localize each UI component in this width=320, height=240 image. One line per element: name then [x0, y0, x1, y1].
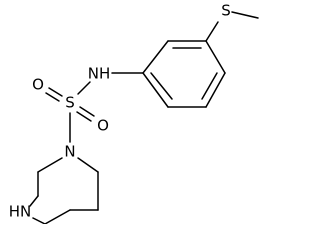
atom-hn-piperazine: HN	[9, 203, 32, 221]
atom-s-sulfonyl: S	[65, 94, 75, 112]
atom-nh: NH	[88, 65, 111, 83]
atom-s-methylthio: S	[221, 2, 231, 20]
bond-s-o-top-a	[48, 87, 63, 97]
piperazine-ring: N HN	[9, 143, 99, 224]
bond-s-to-methyl	[231, 11, 259, 19]
amide-nh: NH	[77, 65, 144, 95]
methylthio-group: S	[205, 2, 259, 42]
bond-s-o-bottom-a	[79, 106, 95, 117]
bond-pip-3	[32, 217, 46, 224]
bond-nh-to-s	[77, 81, 91, 95]
bond-ring-3	[205, 40, 226, 74]
double-bond-inner-left	[150, 72, 173, 100]
atom-o-bottom: O	[97, 117, 109, 135]
bond-pip-4	[44, 209, 71, 224]
double-bond-inner-right	[201, 72, 218, 100]
bond-s-o-top-b	[45, 92, 60, 102]
bond-ring-6	[142, 72, 169, 108]
sulfonyl-group: S O O	[32, 76, 109, 143]
structure-canvas: S NH S O O N HN	[9, 2, 259, 224]
bond-ring-4	[205, 72, 226, 108]
benzene-ring	[142, 40, 226, 108]
bond-s-o-bottom-b	[76, 111, 92, 122]
atom-o-top: O	[32, 76, 44, 94]
molecule-drawing: S NH S O O N HN	[9, 2, 259, 224]
bond-pip-6	[77, 157, 99, 173]
bond-ring-to-s	[205, 21, 219, 42]
bond-pip-3-stub	[29, 195, 39, 207]
atom-n-piperazine: N	[64, 143, 75, 161]
bond-ring-1	[142, 40, 169, 74]
bond-pip-1	[37, 157, 63, 173]
